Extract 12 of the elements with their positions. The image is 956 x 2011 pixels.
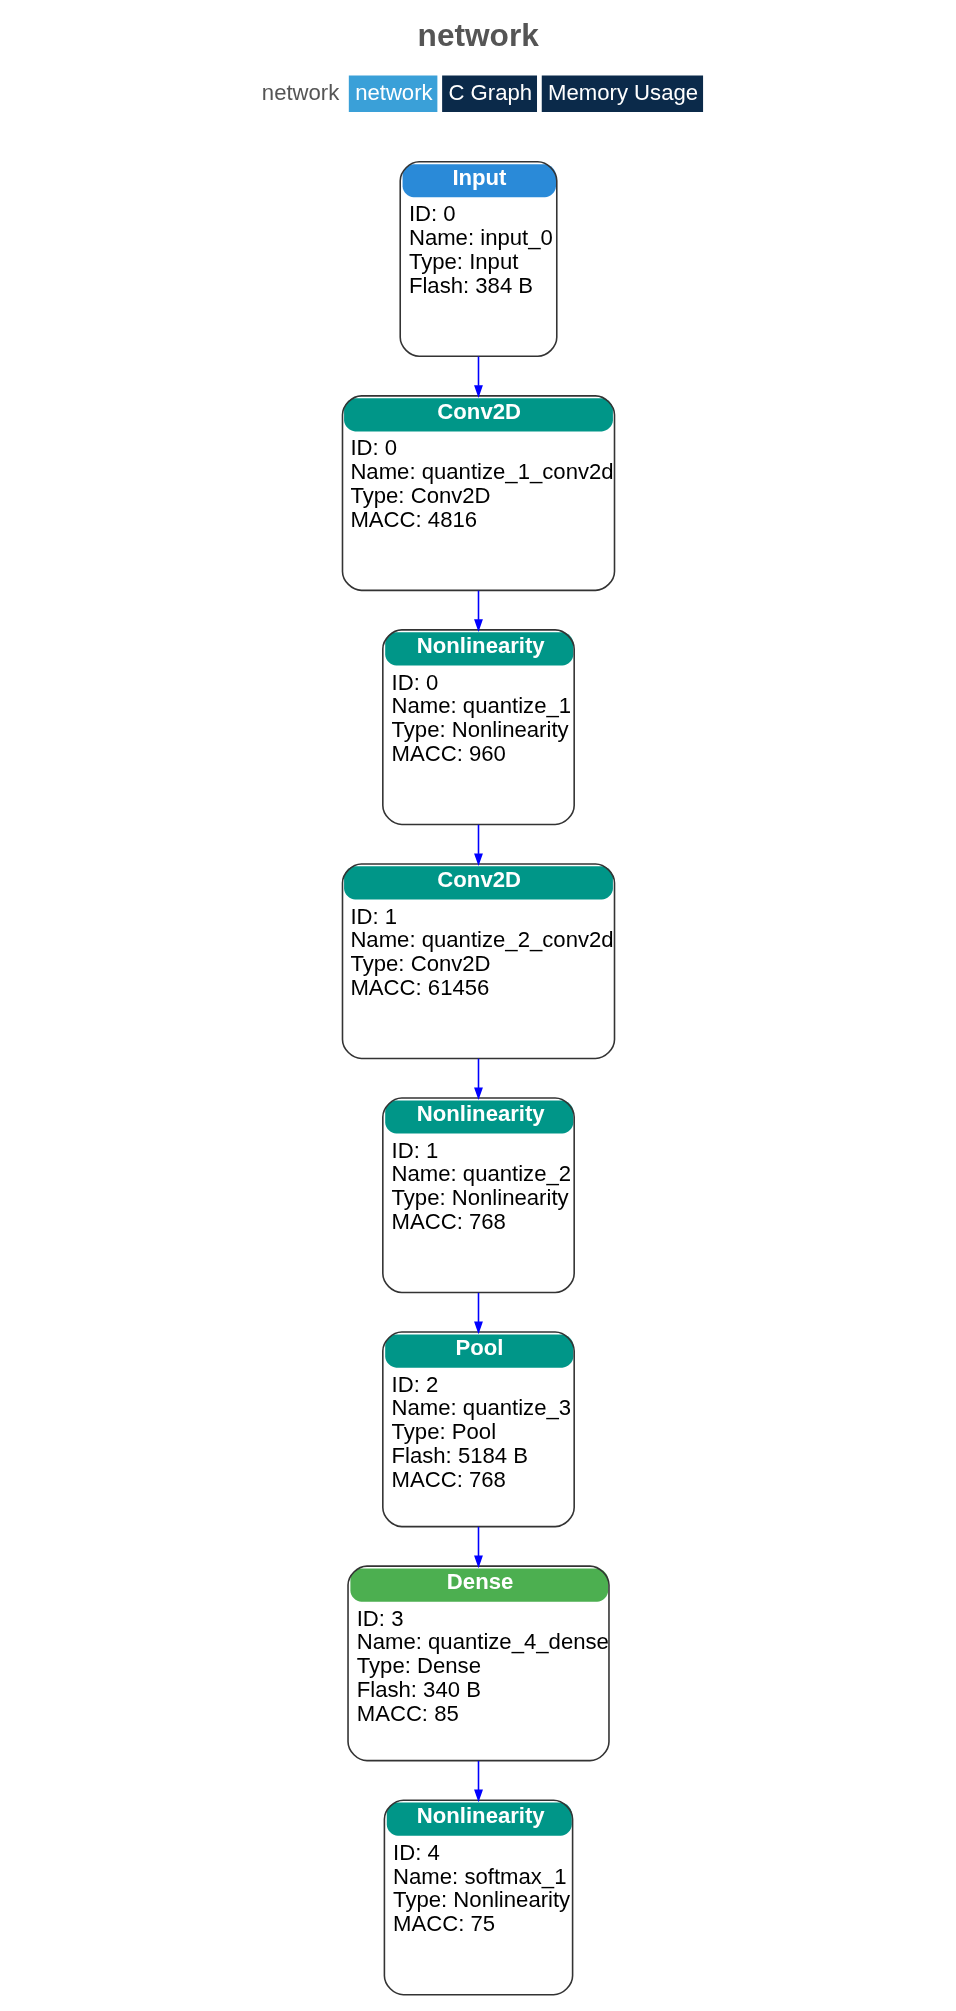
arrow [473, 355, 483, 398]
arrow [473, 589, 483, 632]
arrow [473, 823, 483, 867]
label: network [261, 79, 339, 105]
label: Memory Usage [547, 79, 698, 105]
label: network [354, 79, 433, 105]
arrow [473, 1760, 483, 1803]
label: C Graph [447, 79, 532, 105]
arrow [473, 1057, 483, 1101]
arrow [473, 1526, 483, 1569]
arrow [473, 1292, 483, 1335]
diagram-title: network [417, 17, 539, 54]
